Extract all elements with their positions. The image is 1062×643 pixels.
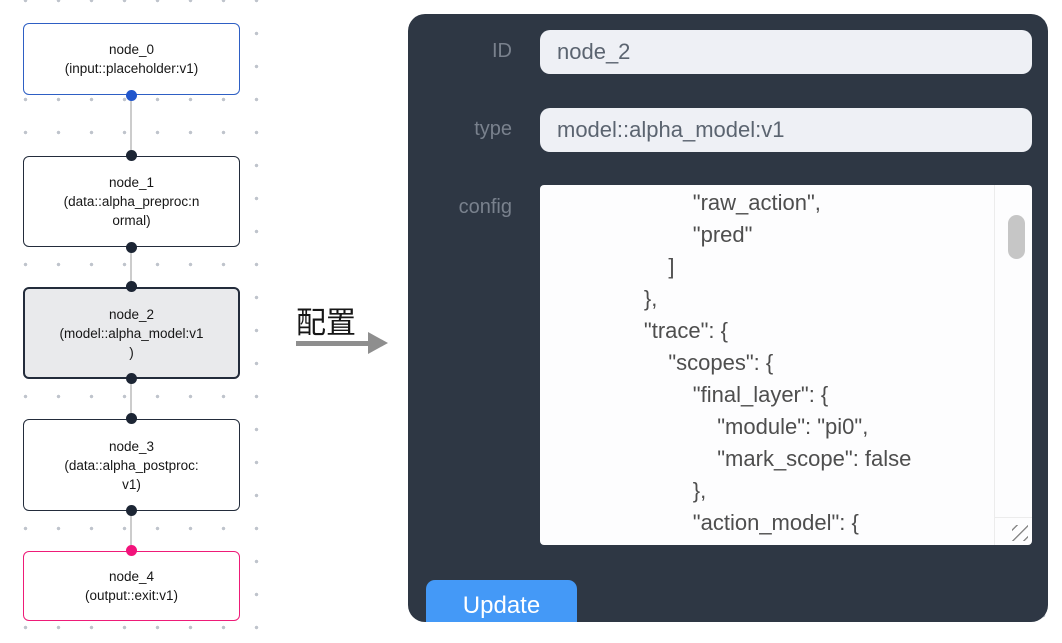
edge-node2-node3	[130, 379, 132, 419]
node-0-label: node_0 (input::placeholder:v1)	[64, 42, 199, 76]
update-button[interactable]: Update	[426, 580, 577, 622]
id-field[interactable]	[540, 30, 1032, 74]
node-1-input-port[interactable]	[126, 150, 137, 161]
arrow-head-icon	[368, 332, 388, 354]
scrollbar-thumb[interactable]	[1008, 215, 1025, 259]
node-1[interactable]: node_1 (data::alpha_preproc:n ormal)	[23, 156, 240, 247]
id-field-label: ID	[492, 40, 512, 62]
edge-node0-node1	[130, 95, 132, 156]
type-field[interactable]	[540, 108, 1032, 152]
edge-node3-node4	[130, 511, 132, 551]
node-4[interactable]: node_4 (output::exit:v1)	[23, 551, 240, 621]
node-3-label: node_3 (data::alpha_postproc: v1)	[64, 438, 199, 492]
node-1-output-port[interactable]	[126, 242, 137, 253]
scrollbar-track	[994, 185, 995, 545]
configure-annotation-label: 配置	[296, 307, 356, 340]
config-textarea[interactable]: "raw_action", "pred" ] }, "trace": { "sc…	[540, 185, 1032, 545]
node-2-input-port[interactable]	[126, 281, 137, 292]
edge-node1-node2	[130, 247, 132, 287]
node-0-output-port[interactable]	[126, 90, 137, 101]
node-4-label: node_4 (output::exit:v1)	[84, 569, 179, 603]
node-1-label: node_1 (data::alpha_preproc:n ormal)	[63, 175, 200, 228]
config-field-label: config	[458, 196, 512, 218]
node-4-input-port[interactable]	[126, 545, 137, 556]
arrow-icon	[296, 341, 370, 346]
type-field-label: type	[474, 118, 512, 140]
scrollbar-corner	[994, 517, 1032, 518]
node-3[interactable]: node_3 (data::alpha_postproc: v1)	[23, 419, 240, 511]
node-2-label: node_2 (model::alpha_model:v1 )	[59, 306, 204, 360]
node-0[interactable]: node_0 (input::placeholder:v1)	[23, 23, 240, 95]
node-2-output-port[interactable]	[126, 373, 137, 384]
config-panel: ID type config "raw_action", "pred" ] },…	[408, 14, 1048, 622]
node-2[interactable]: node_2 (model::alpha_model:v1 )	[23, 287, 240, 379]
resize-grip-icon[interactable]	[1012, 525, 1028, 541]
node-3-input-port[interactable]	[126, 413, 137, 424]
config-json-text: "raw_action", "pred" ] }, "trace": { "sc…	[643, 190, 912, 535]
node-3-output-port[interactable]	[126, 505, 137, 516]
